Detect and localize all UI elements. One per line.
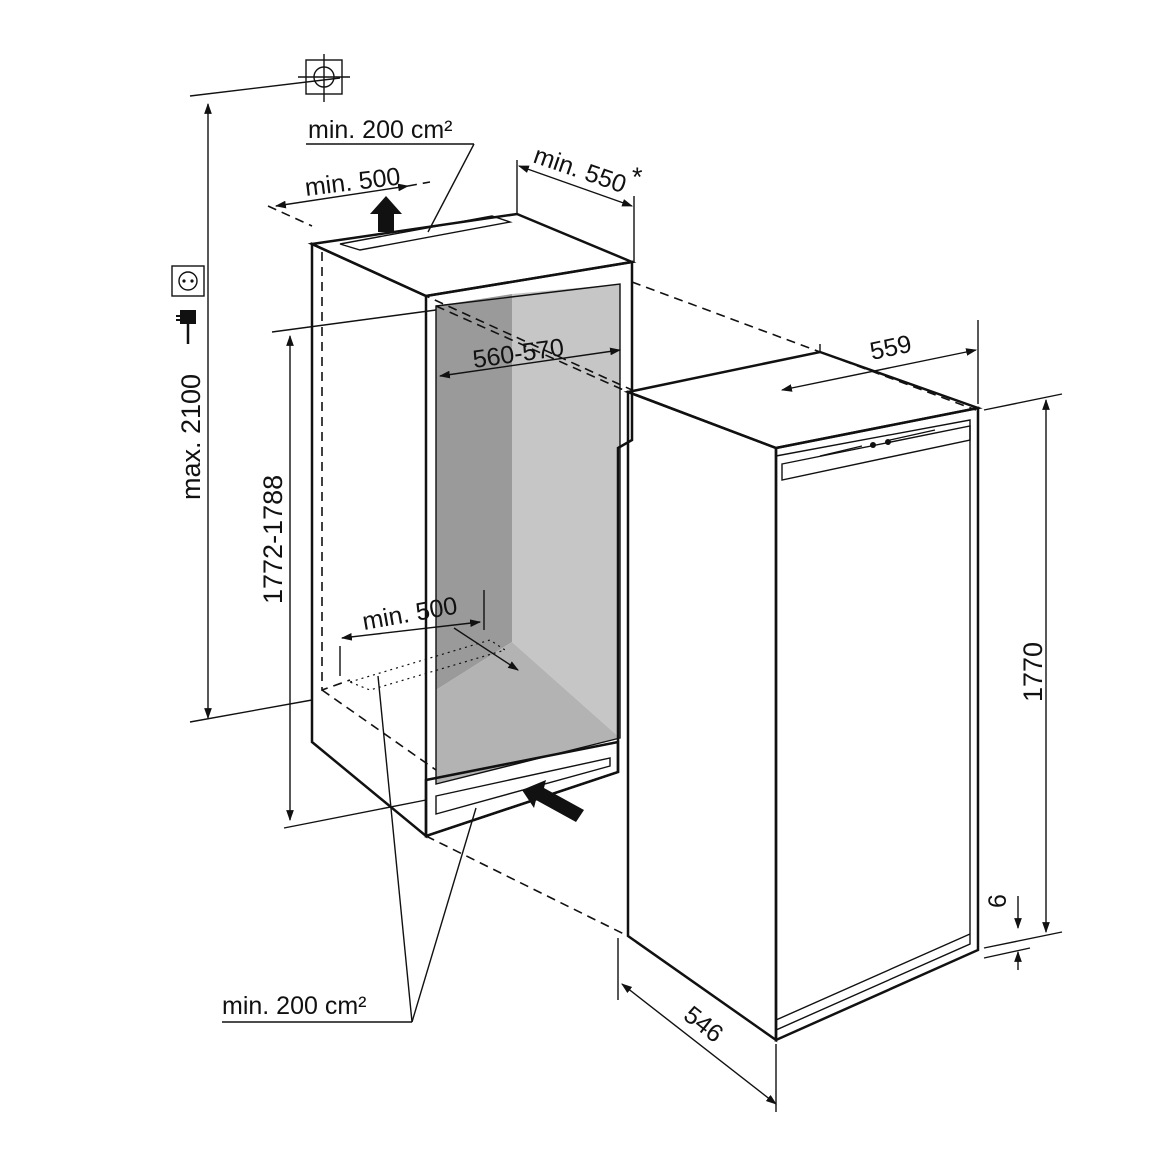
bottom-vent-grille [435,757,611,815]
niche-depth-asterisk: * [632,162,643,192]
gap-label: 6 [984,894,1012,908]
cavity-floor [436,642,620,784]
appliance-depth-label: 546 [678,1001,728,1049]
appliance-height-label: 1770 [1018,642,1048,702]
bottom-vent-area-label: min. 200 cm² [222,992,366,1020]
top-vent-depth-label: min. 500 [303,162,402,201]
arrow-in-icon [522,780,584,822]
appliance-front [774,406,980,1042]
floor-vent-grille [348,639,507,691]
dimensions [189,77,1063,1112]
niche-depth-label: min. 550 [530,141,630,199]
appliance [623,350,983,1043]
arrow-up-icon [370,196,402,232]
cabinet-top [307,212,637,298]
appliance-width-label: 559 [867,330,914,366]
crosshair-icon [298,54,350,102]
niche-height-label: 1772-1788 [258,475,288,604]
top-vent-grille [339,215,513,251]
top-vent-area-label: min. 200 cm² [308,116,452,144]
projection-lines [267,205,977,937]
control-panel [781,425,971,481]
niche-cabinet [307,212,637,839]
socket-icon [171,265,205,297]
appliance-side [626,390,778,1043]
appliance-top [623,350,983,450]
cabinet-side [310,242,428,839]
cavity-left-wall [436,294,512,690]
plinth-panel [424,740,620,838]
cavity-back-wall [512,284,620,738]
max-height-label: max. 2100 [176,374,206,500]
plug-icon [176,310,196,344]
